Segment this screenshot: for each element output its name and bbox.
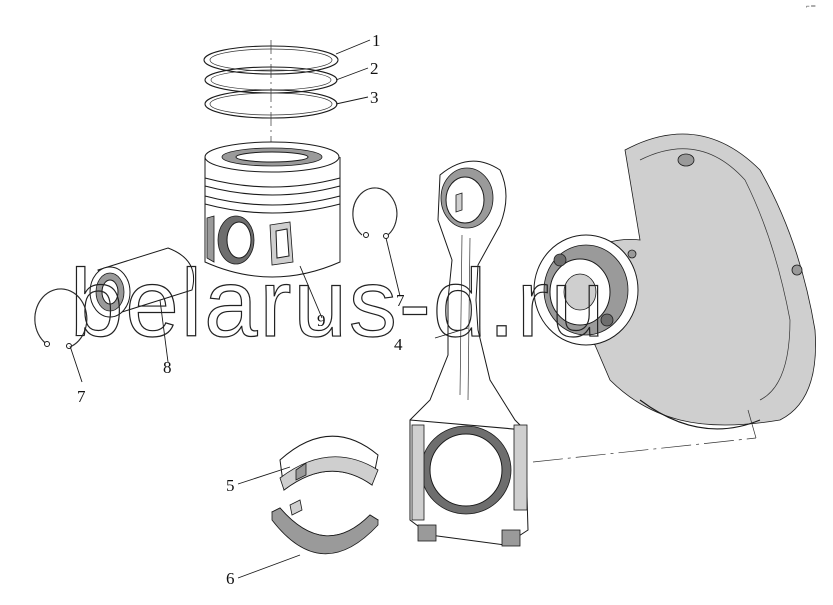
piston — [204, 141, 341, 278]
callout-7-right-label: 7 — [396, 291, 405, 310]
piston-pin — [89, 247, 194, 318]
circlip-left — [34, 288, 88, 349]
callout-6-label: 6 — [226, 569, 235, 588]
callout-1-label: 1 — [372, 31, 381, 50]
callout-leaders — [69, 39, 469, 579]
bearing-shell-upper — [279, 435, 379, 491]
bearing-shell-lower — [271, 499, 379, 555]
corner-mark: ⌐ ═ — [806, 4, 816, 10]
watermark-text: belarus-d.ru — [70, 250, 606, 357]
callout-8-label: 8 — [163, 358, 172, 377]
crankshaft — [533, 133, 816, 430]
callout-9-label: 9 — [317, 311, 326, 330]
callout-7-left-label: 7 — [77, 387, 86, 406]
callout-5-label: 5 — [226, 476, 235, 495]
callout-3-label: 3 — [370, 88, 379, 107]
circlip-right — [352, 187, 398, 239]
callout-4-label: 4 — [394, 335, 403, 354]
connecting-rod — [409, 160, 529, 547]
callout-2-label: 2 — [370, 59, 379, 78]
